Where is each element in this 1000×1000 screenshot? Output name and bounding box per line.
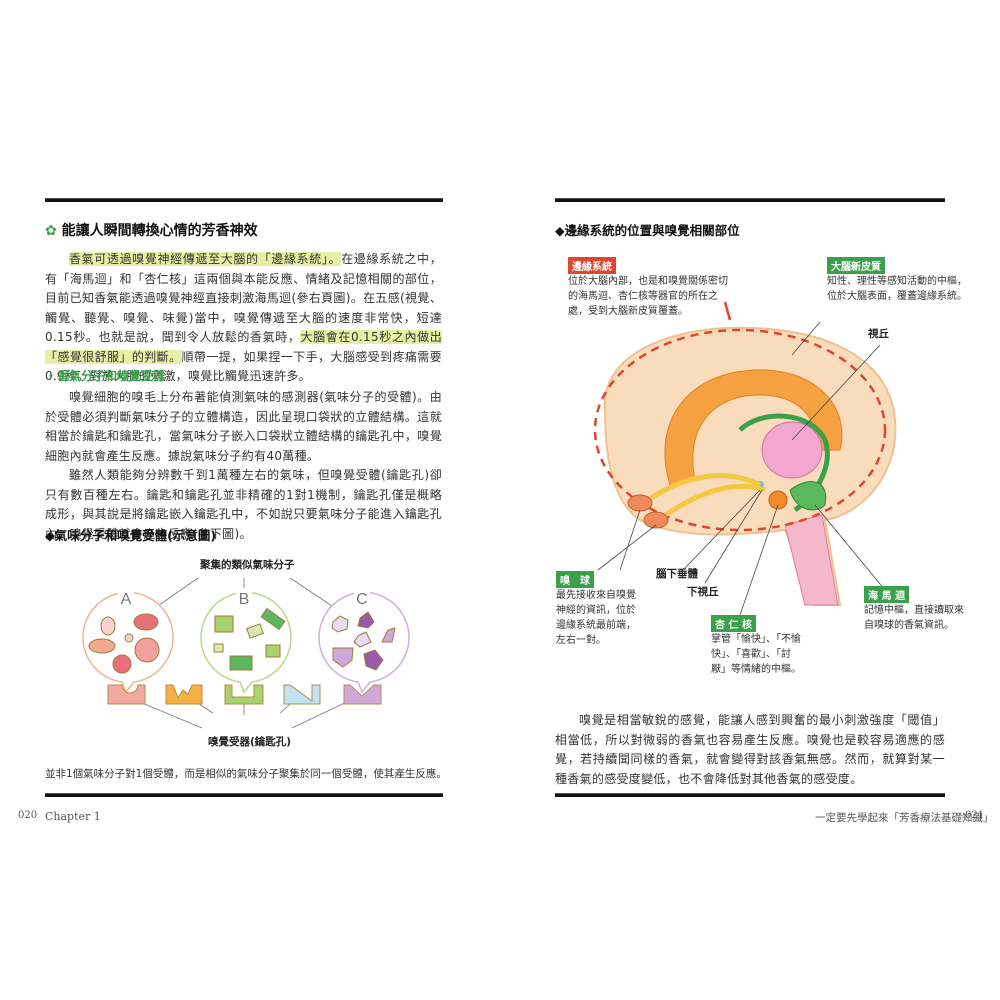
figure-title-right: ◆邊緣系統的位置與嗅覺相關部位 <box>555 223 740 238</box>
right-paragraph: 嗅覺是相當敏銳的感覺，能讓人感到興奮的最小刺激強度「閾值」相當低，所以對微弱的香… <box>555 711 945 789</box>
brainstem <box>784 514 839 606</box>
bottom-rule-right <box>555 793 945 797</box>
amygdala <box>768 490 788 510</box>
receptor-1 <box>107 684 146 705</box>
top-rule-left <box>45 198 443 202</box>
receptor-5 <box>343 684 382 705</box>
note-text: 知性、理性等感知活動的中樞，位於大腦表面，覆蓋邊緣系統。 <box>827 276 967 302</box>
neocortex-tag: 大腦新皮質 <box>827 257 885 274</box>
chapter-label: Chapter 1 <box>45 810 101 823</box>
cerebral-cortex <box>603 326 897 606</box>
hippocampus-note: 海 馬 迴 記憶中樞，直接讀取來自嗅球的香氣資訊。 <box>864 584 964 633</box>
limbic-arc <box>664 369 843 486</box>
limbic-system-note: 邊緣系統 位於大腦內部，也是和嗅覺關係密切的海馬迴、杏仁核等器官的所在之處，受到… <box>568 255 728 319</box>
hippocampus-tag: 海 馬 迴 <box>864 586 909 603</box>
odor-molecule-diagram: A B C <box>82 577 410 729</box>
page-number-right: 021 <box>965 810 985 821</box>
note-text: 位於大腦內部，也是和嗅覺關係密切的海馬迴、杏仁核等器官的所在之處，受到大腦新皮質… <box>568 276 728 317</box>
figure-caption: 並非1個氣味分子對1個受體，而是相似的氣味分子聚集於同一個受體，使其產生反應。 <box>45 768 447 780</box>
paragraph: 雖然人類能夠分辨數千到1萬種左右的氣味，但嗅覺受體(鑰匙孔)卻只有數百種左右。鑰… <box>45 468 442 541</box>
subheading: ・香氣分子和嗅覺受器 <box>45 369 166 383</box>
receptor-4 <box>283 684 321 705</box>
figure-title: ◆氣味分子和嗅覺受體(示意圖) <box>45 528 217 543</box>
section-title: 能讓人瞬間轉換心情的芳香神效 <box>61 223 258 239</box>
body-text: 順帶一提，如果捏一下手，大腦感受到疼痛需要0.9秒。對於大腦的刺激，嗅覺比觸覺迅… <box>45 349 442 384</box>
neocortex-note: 大腦新皮質 知性、理性等感知活動的中樞，位於大腦表面，覆蓋邊緣系統。 <box>827 255 967 304</box>
bottom-rule-left <box>45 793 443 797</box>
limbic-system-tag: 邊緣系統 <box>568 257 616 274</box>
pituitary-label: 腦下垂體 <box>656 568 698 580</box>
paragraph: 嗅覺是相當敏銳的感覺，能讓人感到興奮的最小刺激強度「閾值」相當低，所以對微弱的香… <box>555 713 945 786</box>
group-label-b: B <box>239 591 250 608</box>
page-number-left: 020 <box>18 810 38 821</box>
body-text: 在邊緣系統之中，有「海馬迴」和「杏仁核」這兩個與本能反應、情緒及記憶相關的部位，… <box>45 252 442 344</box>
note-text: 掌管「愉快」、「不愉快」、「喜歡」、「討厭」等情緒的中樞。 <box>711 634 801 675</box>
top-rule-right <box>555 198 945 202</box>
running-footer: 一定要先學起來「芳香療法基礎知識」 <box>815 812 994 824</box>
brain-diagram <box>593 301 897 616</box>
note-text: 記憶中樞，直接讀取來自嗅球的香氣資訊。 <box>864 605 964 631</box>
limbic-boundary <box>593 328 887 532</box>
group-label-a: A <box>121 591 132 608</box>
figure-top-label: 聚集的類似氣味分子 <box>200 559 295 571</box>
figure-bottom-label: 嗅覺受器(鑰匙孔) <box>208 736 292 748</box>
olfactory-bulb-note: 嗅 球 最先接收來自嗅覺神經的資訊，位於邊緣系統最前端，左右一對。 <box>556 569 636 648</box>
thalamus <box>761 421 823 479</box>
hippocampus <box>789 481 827 511</box>
group-label-c: C <box>356 591 368 608</box>
olfactory-tract <box>638 473 762 508</box>
receptor-3 <box>224 684 264 705</box>
thalamus-label: 視丘 <box>868 328 889 340</box>
section-heading: ✿ 能讓人瞬間轉換心情的芳香神效 <box>45 220 258 240</box>
olfactory-bulb-tag: 嗅 球 <box>556 571 594 588</box>
leaf-icon: ✿ <box>45 223 57 239</box>
amygdala-note: 杏 仁 核 掌管「愉快」、「不愉快」、「喜歡」、「討厭」等情緒的中樞。 <box>711 613 803 677</box>
note-text: 最先接收來自嗅覺神經的資訊，位於邊緣系統最前端，左右一對。 <box>556 590 636 646</box>
amygdala-tag: 杏 仁 核 <box>711 615 756 632</box>
hypothalamus-label: 下視丘 <box>687 586 719 598</box>
receptor-2 <box>165 684 203 705</box>
intro-paragraph: 香氣可透過嗅覺神經傳遞至大腦的「邊緣系統」。在邊緣系統之中，有「海馬迴」和「杏仁… <box>45 250 442 387</box>
olfactory-bulb <box>627 494 653 512</box>
highlight-text: 香氣可透過嗅覺神經傳遞至大腦的「邊緣系統」。 <box>69 252 342 266</box>
paragraph: 嗅覺細胞的嗅毛上分布著能偵測氣味的感測器(氣味分子的受體)。由於受體必須判斷氣味… <box>45 390 442 463</box>
body-paragraphs: 嗅覺細胞的嗅毛上分布著能偵測氣味的感測器(氣味分子的受體)。由於受體必須判斷氣味… <box>45 388 442 544</box>
